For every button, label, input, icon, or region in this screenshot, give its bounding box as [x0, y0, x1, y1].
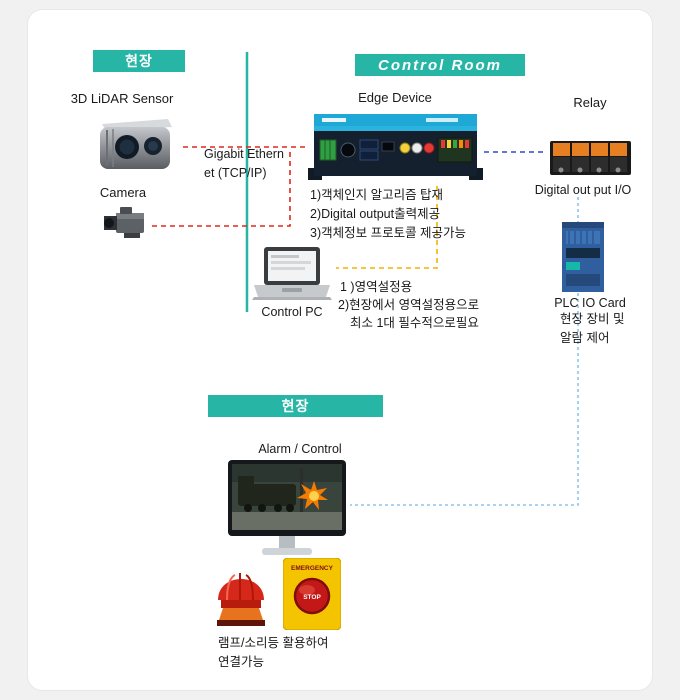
banner-site-top: 현장	[93, 50, 185, 72]
edge-feature-2: 2)Digital output출력제공	[310, 207, 441, 221]
gigabit-ethernet-label: Gigabit Ethern et (TCP/IP)	[204, 145, 284, 183]
edge-feature-1: 1)객체인지 알고리즘 탑재	[310, 188, 444, 202]
camera-icon	[104, 207, 144, 238]
banner-control-room: Control Room	[355, 54, 525, 76]
edge-to-pc-line	[336, 186, 438, 269]
pc-note-2: 2)현장에서 영역설정용으로	[338, 298, 480, 312]
emergency-text-stop: STOP	[303, 594, 321, 601]
gigabit-line2: et (TCP/IP)	[204, 166, 267, 180]
alarm-lamp-icon	[217, 573, 265, 626]
lamp-note-2: 연결가능	[218, 655, 265, 669]
alarm-control-label: Alarm / Control	[258, 442, 342, 456]
camera-label: Camera	[99, 185, 147, 200]
pc-note-1: 1 )영역설정용	[340, 280, 413, 294]
plc-notes: 현장 장비 및 알람 제어	[560, 310, 624, 348]
banner-site-bottom: 현장	[208, 395, 383, 417]
relay-icon	[550, 141, 631, 175]
digital-io-label: Digital out put I/O	[534, 183, 632, 197]
pc-note-3: 최소 1대 필수적으로필요	[350, 316, 479, 330]
camera-to-edge-line	[152, 148, 291, 227]
plc-io-card-icon	[562, 222, 604, 292]
edge-feature-3: 3)객체정보 프로토콜 제공가능	[310, 226, 467, 240]
lamp-note-1: 램프/소리등 활용하여	[218, 636, 329, 650]
edge-device-icon	[308, 114, 483, 180]
relay-to-alarm-line	[350, 197, 579, 506]
lidar-label: 3D LiDAR Sensor	[70, 91, 174, 106]
plc-note-1: 현장 장비 및	[560, 312, 625, 326]
edge-feature-notes: 1)객체인지 알고리즘 탑재 2)Digital output출력제공 3)객체…	[310, 186, 466, 243]
gigabit-line1: Gigabit Ethern	[204, 147, 284, 161]
relay-label: Relay	[573, 95, 607, 110]
control-pc-icon	[252, 247, 332, 300]
lamp-notes: 램프/소리등 활용하여 연결가능	[218, 634, 328, 672]
emergency-text-top: EMERGENCY	[291, 565, 334, 572]
edge-device-label: Edge Device	[358, 90, 432, 105]
control-pc-label: Control PC	[261, 305, 323, 319]
emergency-stop-icon: EMERGENCY STOP	[283, 558, 341, 630]
alarm-monitor-icon	[228, 460, 346, 555]
plc-label: PLC IO Card	[554, 296, 626, 310]
plc-note-2: 알람 제어	[560, 331, 610, 345]
lidar-sensor-icon	[100, 119, 172, 169]
